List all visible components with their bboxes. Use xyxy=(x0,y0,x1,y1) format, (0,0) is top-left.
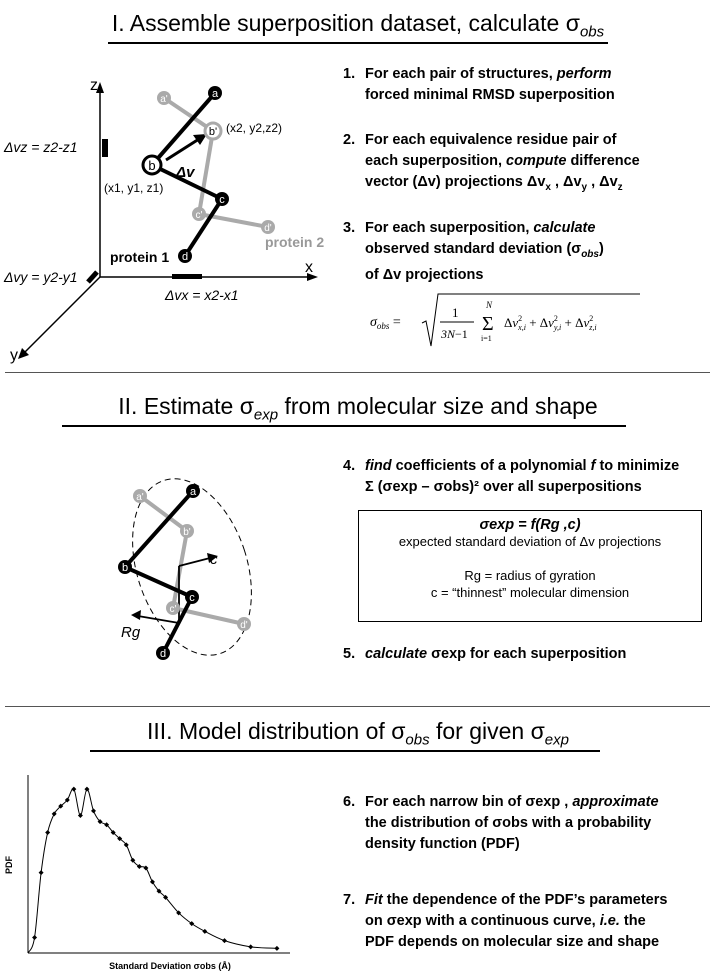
data-point xyxy=(45,829,51,835)
svg-text:d': d' xyxy=(264,223,272,234)
data-point xyxy=(64,797,70,803)
svg-text:c': c' xyxy=(196,210,203,221)
shape-node-c: c xyxy=(185,590,199,604)
svg-text:i=1: i=1 xyxy=(481,334,492,343)
shape-node-d2: d' xyxy=(237,617,251,631)
data-point xyxy=(176,910,182,916)
expected-sigma-box: σexp = f(Rg ,c) expected standard deviat… xyxy=(358,510,702,622)
data-point xyxy=(143,865,149,871)
data-point xyxy=(32,935,38,941)
axis-y-label: y xyxy=(10,347,18,364)
svg-text:a': a' xyxy=(160,94,168,105)
axis-x-label: x xyxy=(305,259,313,276)
shape-node-d: d xyxy=(156,646,170,660)
heading-3-underline xyxy=(90,750,600,752)
data-point xyxy=(51,811,57,817)
data-point xyxy=(274,945,280,951)
svg-text:d: d xyxy=(182,251,188,263)
svg-text:c': c' xyxy=(170,604,177,615)
p2-node-c: c' xyxy=(192,207,206,221)
protein2-label: protein 2 xyxy=(265,234,324,250)
data-point xyxy=(156,888,162,894)
p1-node-b: b xyxy=(141,154,163,176)
dvz-label: Δvz = z2-z1 xyxy=(3,139,78,155)
c-label: c xyxy=(210,551,218,568)
p1-node-c: c xyxy=(215,192,229,206)
data-point xyxy=(163,894,169,900)
svg-text:N: N xyxy=(485,300,493,310)
svg-text:σobs =: σobs = xyxy=(370,315,401,331)
rg-label: Rg xyxy=(121,624,141,641)
svg-text:a: a xyxy=(212,88,219,100)
data-point xyxy=(130,857,136,863)
p1-node-d: d xyxy=(178,249,192,263)
data-point xyxy=(91,808,96,814)
svg-text:d: d xyxy=(160,648,166,660)
svg-text:b: b xyxy=(122,562,128,574)
data-point xyxy=(38,870,44,876)
svg-text:3N−1: 3N−1 xyxy=(440,327,468,341)
p2-node-a: a' xyxy=(157,91,171,105)
expected-sigma-formula: σexp = f(Rg ,c) xyxy=(479,517,581,533)
svg-text:a: a xyxy=(190,486,197,498)
data-point xyxy=(110,829,116,835)
data-point xyxy=(97,819,103,825)
shape-node-a2: a' xyxy=(133,489,147,503)
divider-2 xyxy=(5,706,710,707)
data-point xyxy=(84,786,90,792)
svg-text:c: c xyxy=(219,194,225,206)
data-point xyxy=(202,928,208,934)
axis-z-label: z xyxy=(90,77,98,94)
svg-text:b: b xyxy=(148,158,155,173)
pdf-curve xyxy=(27,788,277,954)
data-point xyxy=(222,938,227,944)
chart-y-label: PDF xyxy=(4,855,14,874)
dvx-label: Δvx = x2-x1 xyxy=(164,287,239,303)
svg-text:c: c xyxy=(189,592,195,604)
data-point xyxy=(248,944,254,950)
shape-node-b: b xyxy=(118,560,132,574)
section-title-3: III. Model distribution of σobs for give… xyxy=(0,718,716,752)
box-line-1: expected standard deviation of Δv projec… xyxy=(398,534,662,549)
shape-node-a: a xyxy=(186,484,200,498)
p1-node-a: a xyxy=(208,86,222,100)
data-point xyxy=(104,822,110,828)
shape-node-c2: c' xyxy=(166,601,180,615)
divider-1 xyxy=(5,372,710,373)
pdf-chart: PDF Standard Deviation σobs (Å) xyxy=(4,775,290,971)
data-point xyxy=(123,842,129,848)
data-point xyxy=(189,921,195,927)
p2-node-b: b' xyxy=(203,121,223,141)
superposition-diagram: a' b' c' d' a b c d z x y Δvz = z2-z1 Δv… xyxy=(3,77,324,364)
data-point xyxy=(77,812,83,818)
svg-text:a': a' xyxy=(136,492,144,503)
svg-text:d': d' xyxy=(240,620,248,631)
svg-text:b': b' xyxy=(183,527,191,538)
svg-text:Σ: Σ xyxy=(482,313,494,335)
box-line-2: Rg = radius of gyration xyxy=(464,568,596,583)
data-point xyxy=(149,879,155,885)
data-point xyxy=(71,786,77,792)
data-point xyxy=(136,863,142,869)
shape-node-b2: b' xyxy=(180,524,194,538)
delta-v-label: Δv xyxy=(175,164,196,181)
section-title-2: II. Estimate σexp from molecular size an… xyxy=(0,393,716,427)
protein1-label: protein 1 xyxy=(110,249,169,265)
box-line-3: c = “thinnest” molecular dimension xyxy=(430,585,630,600)
chart-x-label: Standard Deviation σobs (Å) xyxy=(109,961,231,971)
p2-node-d: d' xyxy=(261,220,275,234)
heading-2-underline xyxy=(62,425,626,427)
data-point xyxy=(117,836,123,842)
section-title-1: I. Assemble superposition dataset, calcu… xyxy=(0,10,716,44)
p2-coord-label: (x2, y2,z2) xyxy=(226,121,282,135)
p1-coord-label: (x1, y1, z1) xyxy=(104,181,163,195)
data-point xyxy=(58,803,64,809)
svg-text:b': b' xyxy=(209,126,217,138)
size-shape-diagram: a' b' c' d' a b c d c Rg xyxy=(118,478,252,660)
svg-text:1: 1 xyxy=(452,305,459,320)
dvy-label: Δvy = y2-y1 xyxy=(3,269,78,285)
